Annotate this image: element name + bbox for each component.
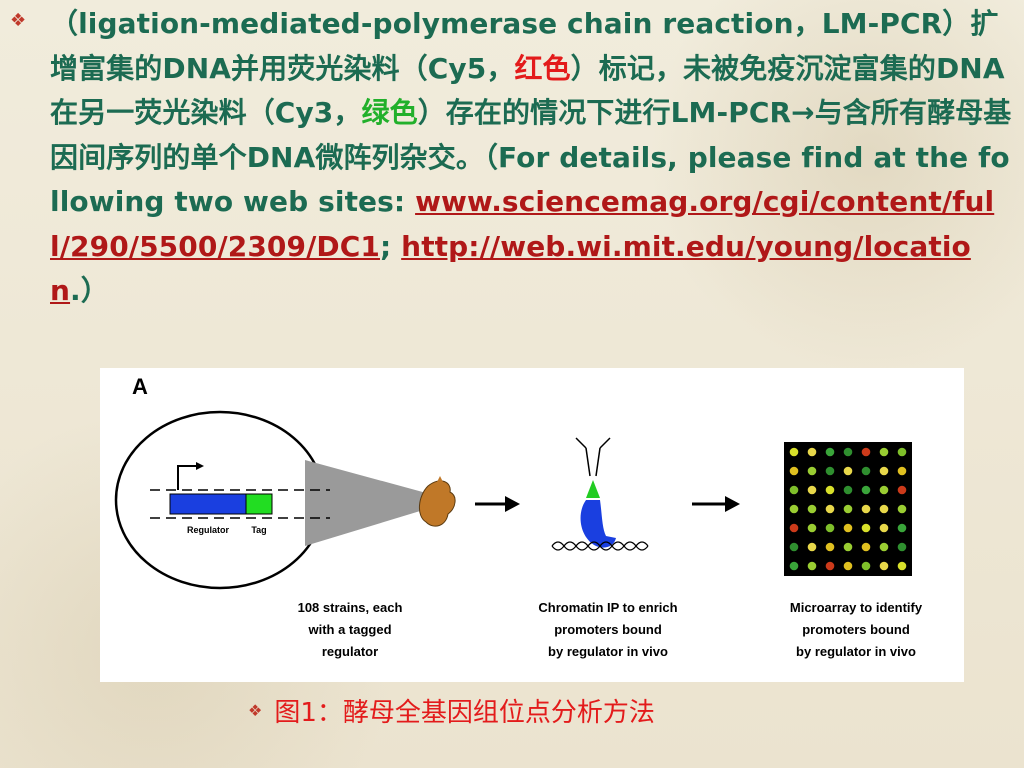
yeast-bud [436,476,444,484]
mit-young-link[interactable]: http://web.wi.mit.edu/young/location [50,229,971,308]
microarray-spot [825,542,835,552]
microarray-spot [861,485,871,495]
tag-label: Tag [251,525,266,535]
microarray-spot [843,504,853,514]
microarray-spot [897,542,907,552]
microarray-spot [807,561,817,571]
microarray-spot [789,561,799,571]
microarray-spot [879,523,889,533]
microarray-spot [789,504,799,514]
promoter-arrow [177,465,196,490]
microarray-spot [879,485,889,495]
step2-line1: Chromatin IP to enrich [538,600,677,615]
microarray-spot [807,542,817,552]
microarray-spot [861,447,871,457]
tag-epitope [586,480,600,498]
caption-row: ❖ 图1：酵母全基因组位点分析方法 [248,690,655,730]
link-separator: ; [379,229,392,263]
yeast-cell [419,480,456,527]
microarray-spot [825,523,835,533]
step3-line3: by regulator in vivo [796,644,916,659]
microarray-spot [897,485,907,495]
dna-helix [551,541,649,551]
microarray-spot [843,542,853,552]
flow-arrow-1-head [505,496,520,512]
microarray-spot [825,466,835,476]
microarray-spot [825,485,835,495]
microarray-spot [825,504,835,514]
diamond-bullet-icon: ❖ [248,700,263,720]
step1-line1: 108 strains, each [298,600,403,615]
microarray-spot [861,561,871,571]
step3-line1: Microarray to identify [790,600,923,615]
text-part-2: ）标记，未被免疫沉淀富集的DNA在另一荧光染料（Cy3， [50,51,1005,130]
sciencemag-link[interactable]: www.sciencemag.org/cgi/content/full/290/… [50,185,995,263]
zoom-cone [305,460,430,546]
regulator-protein [580,500,616,548]
microarray-spot [789,447,799,457]
step1-line2: with a tagged [307,622,391,637]
flow-arrow-2-head [725,496,740,512]
microarray-spot [843,523,853,533]
microarray-spot [807,466,817,476]
microarray-spot [789,466,799,476]
microarray-spot [807,447,817,457]
microarray-spot [843,447,853,457]
promoter-arrow-head [196,462,204,470]
microarray-spot [897,504,907,514]
red-word: 红色 [514,51,571,85]
microarray-spot [861,466,871,476]
step2-line2: promoters bound [554,622,662,637]
step1-line3: regulator [322,644,378,659]
green-word: 绿色 [361,96,418,129]
microarray-spot [897,561,907,571]
microarray-spot [897,466,907,476]
text-part-3: ）存在的情况下进行LM-PCR→与含所有酵母基因间序列的单个DNA微阵列杂交。（… [50,96,1012,218]
microarray-spot [789,485,799,495]
microarray-spot [879,504,889,514]
microarray-spot [879,466,889,476]
antibody-icon [575,437,611,477]
microarray-spot [789,542,799,552]
step2-line3: by regulator in vivo [548,644,668,659]
microarray-spot [897,447,907,457]
microarray-spot [825,561,835,571]
microarray-spot [807,504,817,514]
microarray-spot [843,466,853,476]
figure-caption: 图1：酵母全基因组位点分析方法 [274,697,655,728]
main-paragraph: （ligation-mediated-polymerase chain reac… [50,2,1012,314]
microarray-spot [861,504,871,514]
microarray-spot [807,523,817,533]
microarray-spot [897,523,907,533]
figure-svg: A Regulator Tag [114,374,923,659]
microarray-spot [879,561,889,571]
microarray-spot [861,542,871,552]
microarray-spot [879,447,889,457]
text-part-1: （ligation-mediated-polymerase chain reac… [50,7,999,85]
microarray-spot [807,485,817,495]
panel-label: A [132,374,148,399]
regulator-label: Regulator [187,525,230,535]
step3-line2: promoters bound [802,622,910,637]
location-analysis-figure: A Regulator Tag [100,368,964,682]
text-end: .） [70,274,109,307]
microarray-spots [789,447,907,571]
tag-gene [245,493,273,515]
microarray-spot [861,523,871,533]
microarray-spot [879,542,889,552]
regulator-gene [169,493,247,515]
microarray-spot [843,561,853,571]
microarray-spot [789,523,799,533]
microarray-spot [825,447,835,457]
microarray-spot [843,485,853,495]
diamond-bullet-icon: ❖ [10,10,27,31]
